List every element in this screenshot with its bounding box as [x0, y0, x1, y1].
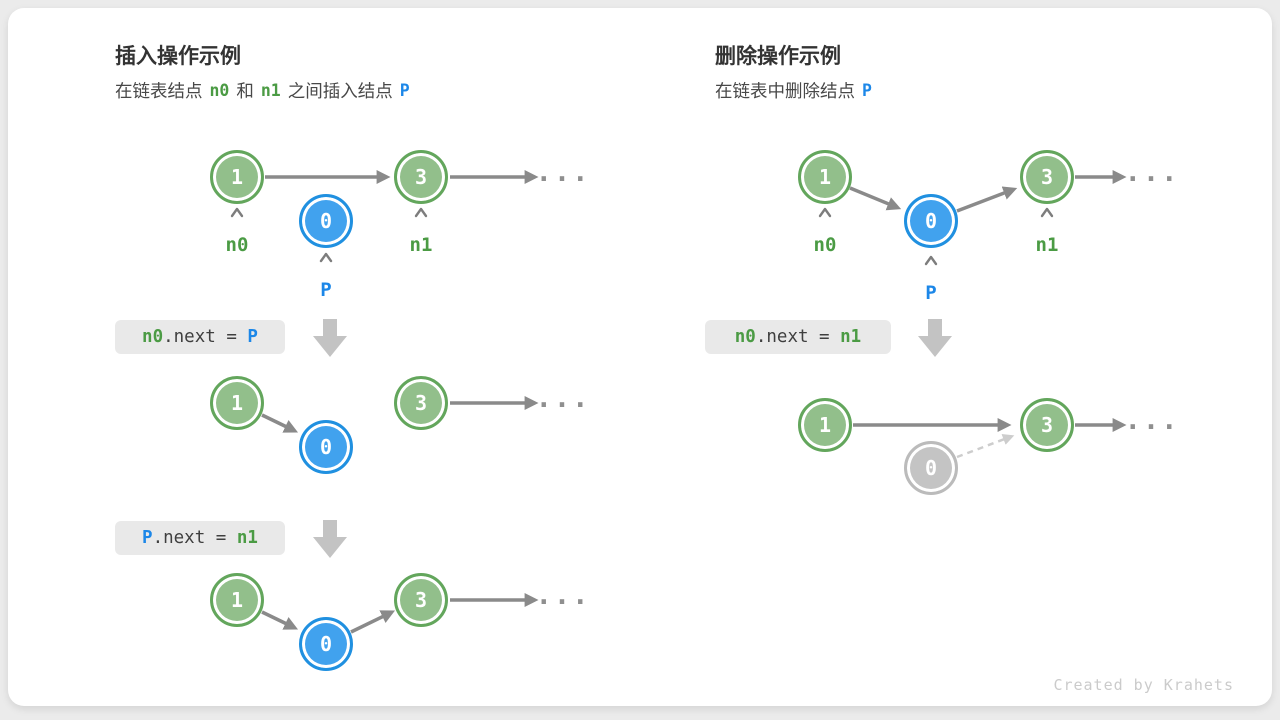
ref-label-n0: n0	[225, 234, 249, 256]
insert-subtitle-p: P	[399, 81, 410, 100]
code-rhs: n1	[840, 327, 862, 347]
node-value-0-p: 0	[299, 420, 353, 474]
delete-panel-title: 删除操作示例	[715, 45, 841, 68]
node-value-1: 1	[210, 376, 264, 430]
insert-subtitle-n1: n1	[260, 81, 281, 100]
transition-arrow-down-icon	[313, 520, 347, 558]
list-continues-ellipsis: ...	[1124, 157, 1180, 188]
delete-panel-subtitle: 在链表中删除结点 P	[715, 78, 872, 103]
node-value-1: 1	[798, 398, 852, 452]
insert-subtitle-n0: n0	[209, 81, 230, 100]
arrow-delete-initial-n1-to-p	[849, 186, 902, 211]
node-value-3: 3	[394, 376, 448, 430]
delete-subtitle-text-1: 在链表中删除结点	[715, 81, 855, 101]
code-statement-p-next-n1: P.next = n1	[115, 521, 285, 555]
code-statement-n0-next-n1: n0.next = n1	[705, 320, 891, 354]
node-value-3: 3	[1020, 398, 1074, 452]
list-continues-ellipsis: ...	[1124, 405, 1180, 436]
list-continues-ellipsis: ...	[535, 580, 591, 611]
pointer-up-icon	[230, 207, 244, 218]
arrow-insert-step2-n1-to-p	[261, 610, 299, 630]
code-lhs: n0	[734, 327, 756, 347]
insert-subtitle-text-3: 之间插入结点	[287, 81, 393, 101]
insert-subtitle-text-2: 和	[236, 81, 254, 101]
pointer-up-icon	[319, 252, 333, 263]
transition-arrow-down-icon	[313, 319, 347, 357]
ref-label-n1: n1	[1035, 234, 1059, 256]
arrow-delete-removed-p-to-n3-dashed	[956, 434, 1015, 459]
node-value-1: 1	[210, 573, 264, 627]
arrow-delete-initial-p-to-n3	[956, 186, 1018, 213]
code-rhs: n1	[236, 528, 258, 548]
node-value-0-p: 0	[904, 194, 958, 248]
ref-label-p: P	[320, 279, 332, 301]
code-rhs: P	[247, 327, 258, 347]
node-value-3: 3	[394, 573, 448, 627]
node-value-1: 1	[210, 150, 264, 204]
pointer-up-icon	[414, 207, 428, 218]
delete-subtitle-p: P	[862, 81, 872, 100]
list-continues-ellipsis: ...	[535, 383, 591, 414]
node-value-0-p: 0	[299, 194, 353, 248]
node-value-1: 1	[798, 150, 852, 204]
code-lhs: n0	[142, 327, 164, 347]
code-mid: .next =	[163, 327, 248, 347]
node-value-3: 3	[1020, 150, 1074, 204]
node-value-0-removed: 0	[904, 441, 958, 495]
ref-label-n1: n1	[409, 234, 433, 256]
code-statement-n0-next-p: n0.next = P	[115, 320, 285, 354]
arrow-insert-step2-p-to-n3	[350, 610, 396, 634]
ref-label-p: P	[925, 282, 937, 304]
code-mid: .next =	[755, 327, 841, 347]
insert-panel-title: 插入操作示例	[115, 45, 241, 68]
arrow-insert-step1-n1-to-p	[261, 413, 299, 433]
insert-panel-subtitle: 在链表结点 n0 和 n1 之间插入结点 P	[115, 78, 410, 103]
node-value-0-p: 0	[299, 617, 353, 671]
pointer-up-icon	[818, 207, 832, 218]
credit-text: Created by Krahets	[1053, 676, 1234, 694]
list-continues-ellipsis: ...	[535, 157, 591, 188]
transition-arrow-down-icon	[918, 319, 952, 357]
pointer-up-icon	[924, 255, 938, 266]
code-lhs: P	[142, 528, 153, 548]
insert-subtitle-text-1: 在链表结点	[115, 81, 203, 101]
pointer-up-icon	[1040, 207, 1054, 218]
ref-label-n0: n0	[813, 234, 837, 256]
node-value-3: 3	[394, 150, 448, 204]
code-mid: .next =	[152, 528, 237, 548]
